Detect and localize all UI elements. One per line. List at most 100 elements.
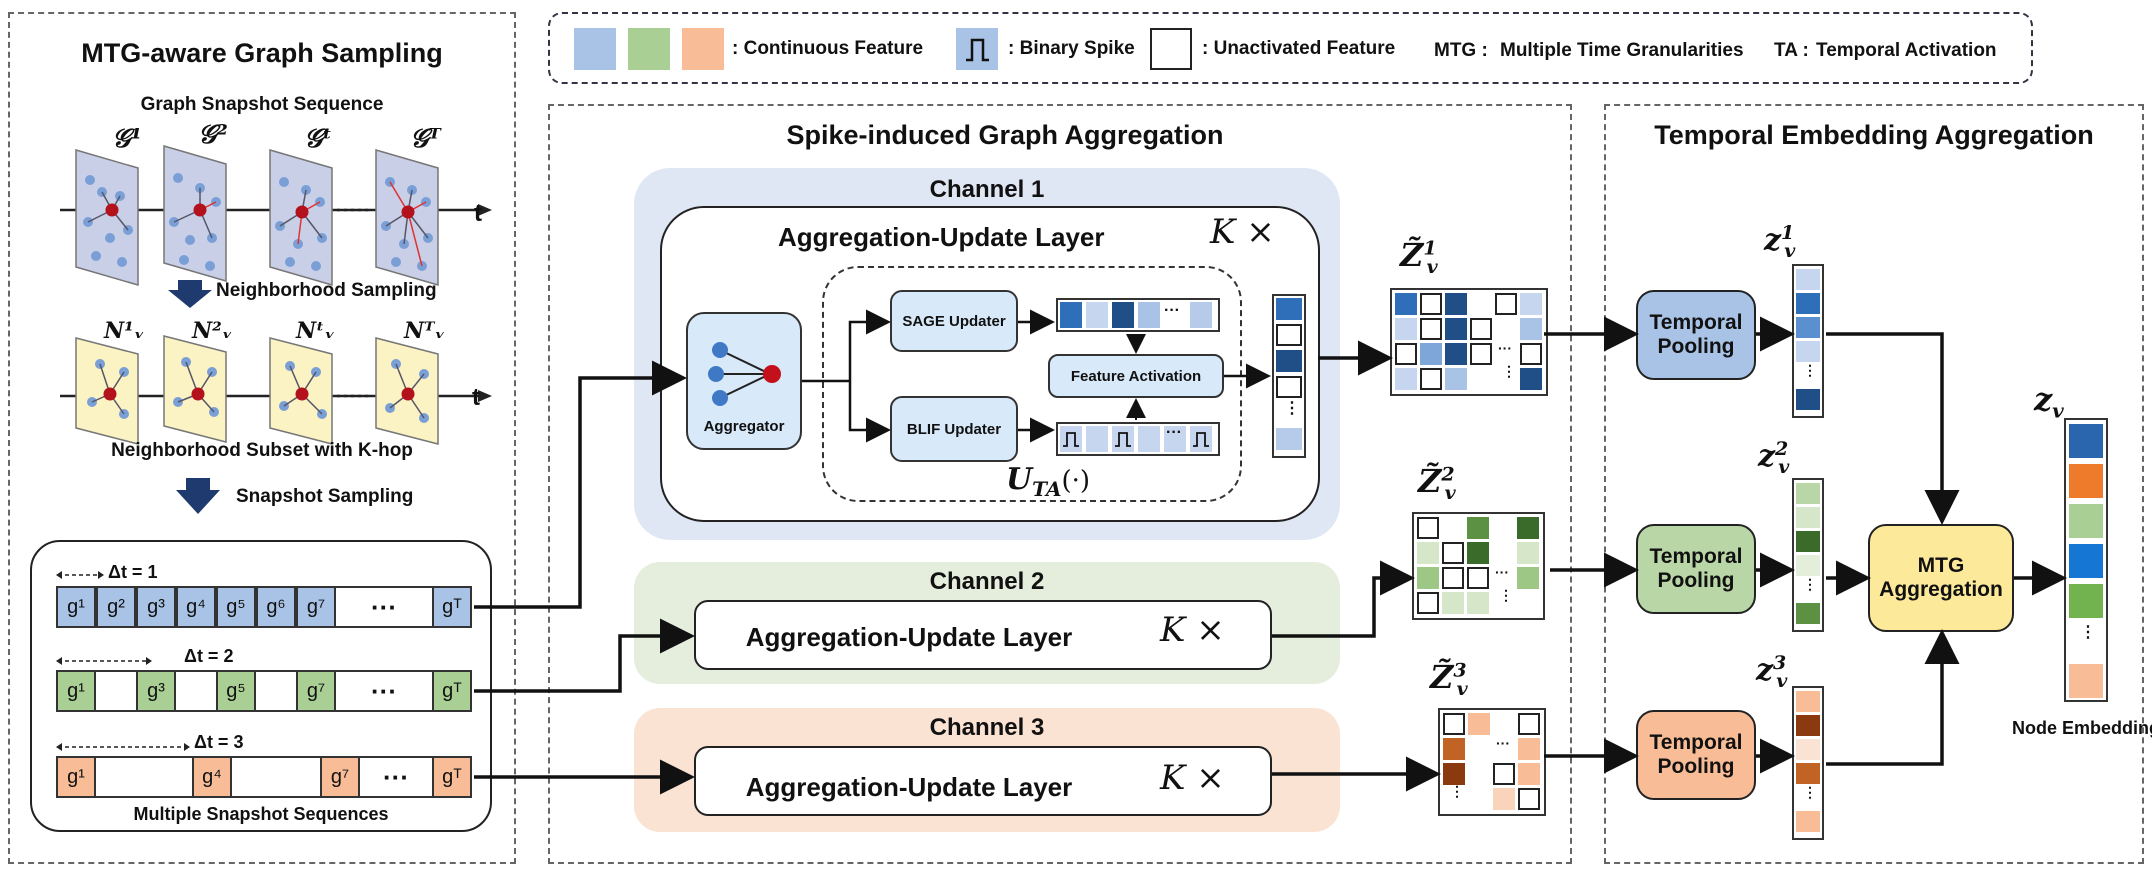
temporal-pooling-2: Temporal Pooling bbox=[1636, 524, 1756, 614]
legend-blue-swatch bbox=[574, 28, 616, 70]
vec3-cell bbox=[1796, 739, 1820, 760]
zv1-main: z bbox=[1764, 223, 1782, 258]
mat2-empty-cell bbox=[1417, 592, 1439, 614]
vec1-cell bbox=[1796, 389, 1820, 410]
down-arrow-icon bbox=[176, 478, 220, 514]
legend-unactivated-label: : Unactivated Feature bbox=[1202, 38, 1396, 59]
snapshot-graphs bbox=[60, 145, 492, 445]
node-embedding-cell bbox=[2069, 424, 2103, 458]
sage-vector-cell bbox=[1086, 302, 1108, 328]
seq-cell: g⁴ bbox=[176, 586, 216, 628]
mat1-empty-cell bbox=[1520, 343, 1542, 365]
vec3-cell bbox=[1796, 763, 1820, 784]
zv-label: zv bbox=[2034, 380, 2064, 422]
zv-main: z bbox=[2034, 380, 2053, 418]
mat2-empty-cell bbox=[1467, 567, 1489, 589]
left-title: MTG-aware Graph Sampling bbox=[81, 38, 443, 68]
k-times-2: K × bbox=[1160, 610, 1225, 650]
seq-cell bbox=[96, 756, 192, 798]
mat1-cell bbox=[1520, 293, 1542, 315]
zv2-sub: v bbox=[1778, 456, 1790, 478]
node-embedding-label: Node Embedding bbox=[2012, 718, 2152, 738]
snap-label-t: 𝒢ᵗ bbox=[304, 124, 333, 154]
neigh-label-t: Nᵗᵥ bbox=[296, 318, 336, 344]
mat2-empty-cell bbox=[1442, 567, 1464, 589]
zv2-sup: 2 bbox=[1775, 438, 1789, 460]
spike-vector-cell bbox=[1164, 426, 1186, 452]
mat1-dots: ··· bbox=[1498, 340, 1512, 356]
legend-green-swatch bbox=[628, 28, 670, 70]
neigh-label-1: N¹ᵥ bbox=[104, 318, 145, 344]
legend-mtg-def: Multiple Time Granularities bbox=[1500, 40, 1744, 61]
feature-activation-box: Feature Activation bbox=[1048, 354, 1224, 398]
mat3-cell bbox=[1493, 788, 1515, 810]
dt-label-1: Δt = 1 bbox=[108, 562, 158, 582]
zv3-main: z bbox=[1756, 653, 1774, 688]
vec2-vdots: ⋮ bbox=[1803, 576, 1817, 592]
node-embedding-cell bbox=[2069, 464, 2103, 498]
seq-cell bbox=[232, 756, 320, 798]
k-times-3: K × bbox=[1160, 758, 1225, 798]
vec1-vdots: ⋮ bbox=[1803, 362, 1817, 378]
activated-vector-cell bbox=[1276, 350, 1302, 372]
vec1-cell bbox=[1796, 293, 1820, 314]
vec1-cell bbox=[1796, 269, 1820, 290]
uta-dashed-box bbox=[822, 266, 1242, 502]
seq-cell: g¹ bbox=[56, 670, 96, 712]
spike-vector-cell bbox=[1086, 426, 1108, 452]
z-tilde-3-main: Z̃ bbox=[1430, 658, 1454, 696]
legend-continuous-label: : Continuous Feature bbox=[732, 38, 924, 59]
seq-cell: g¹ bbox=[56, 756, 96, 798]
mat1-cell bbox=[1395, 318, 1417, 340]
seq-cell: g⁵ bbox=[216, 586, 256, 628]
seq-cell: g² bbox=[96, 586, 136, 628]
vec1-cell bbox=[1796, 317, 1820, 338]
vec3-cell bbox=[1796, 691, 1820, 712]
legend-orange-swatch bbox=[682, 28, 724, 70]
seq-cell: gᵀ bbox=[432, 586, 472, 628]
channel-3-label: Channel 3 bbox=[929, 714, 1045, 741]
node-embedding-vdots: ⋮ bbox=[2080, 624, 2096, 641]
z-tilde-3-sub: v bbox=[1456, 678, 1468, 701]
vec2-cell bbox=[1796, 483, 1820, 504]
sage-vector-cell bbox=[1138, 302, 1160, 328]
legend-mtg-key: MTG : bbox=[1434, 40, 1488, 61]
z-tilde-2-sub: v bbox=[1444, 482, 1456, 505]
vec2-cell bbox=[1796, 507, 1820, 528]
mat3-cell bbox=[1468, 713, 1490, 735]
seq-cell bbox=[176, 670, 216, 712]
seq-cell: g⁶ bbox=[256, 586, 296, 628]
temporal-pooling-3: Temporal Pooling bbox=[1636, 710, 1756, 800]
mat3-cell bbox=[1518, 763, 1540, 785]
mat3-empty-cell bbox=[1518, 713, 1540, 735]
right-panel bbox=[1604, 104, 2144, 864]
z-tilde-1-sup: 1 bbox=[1423, 237, 1437, 260]
seq-cell bbox=[256, 670, 296, 712]
mat2-cell bbox=[1467, 517, 1489, 539]
vec3-cell bbox=[1796, 811, 1820, 832]
seq-cell: ··· bbox=[360, 756, 432, 798]
mat2-empty-cell bbox=[1442, 542, 1464, 564]
seq-cell: g⁷ bbox=[296, 586, 336, 628]
aggregator-label: Aggregator bbox=[703, 418, 785, 435]
time-axis-label-bottom: t bbox=[472, 384, 480, 411]
zv3-sup: 3 bbox=[1773, 652, 1787, 674]
sage-vector-cell bbox=[1190, 302, 1212, 328]
z-tilde-2-main: Z̃ bbox=[1418, 462, 1442, 500]
seq-cell: gᵀ bbox=[432, 756, 472, 798]
legend: : Continuous Feature : Binary Spike : Un… bbox=[548, 12, 2033, 84]
vec2-cell bbox=[1796, 531, 1820, 552]
z-tilde-1-sub: v bbox=[1426, 256, 1438, 279]
zv1-sup: 1 bbox=[1781, 222, 1795, 244]
seq-cell: g¹ bbox=[56, 586, 96, 628]
activated-vector-cell bbox=[1276, 376, 1302, 398]
dt-arrow-1 bbox=[56, 571, 104, 579]
mat1-empty-cell bbox=[1395, 343, 1417, 365]
mat2-dots: ··· bbox=[1495, 564, 1509, 580]
mat3-cell bbox=[1443, 738, 1465, 760]
seq-cell: g⁴ bbox=[192, 756, 232, 798]
zv2-main: z bbox=[1758, 439, 1776, 474]
dt-label-2: Δt = 2 bbox=[184, 646, 234, 666]
node-embedding-cell bbox=[2069, 664, 2103, 698]
